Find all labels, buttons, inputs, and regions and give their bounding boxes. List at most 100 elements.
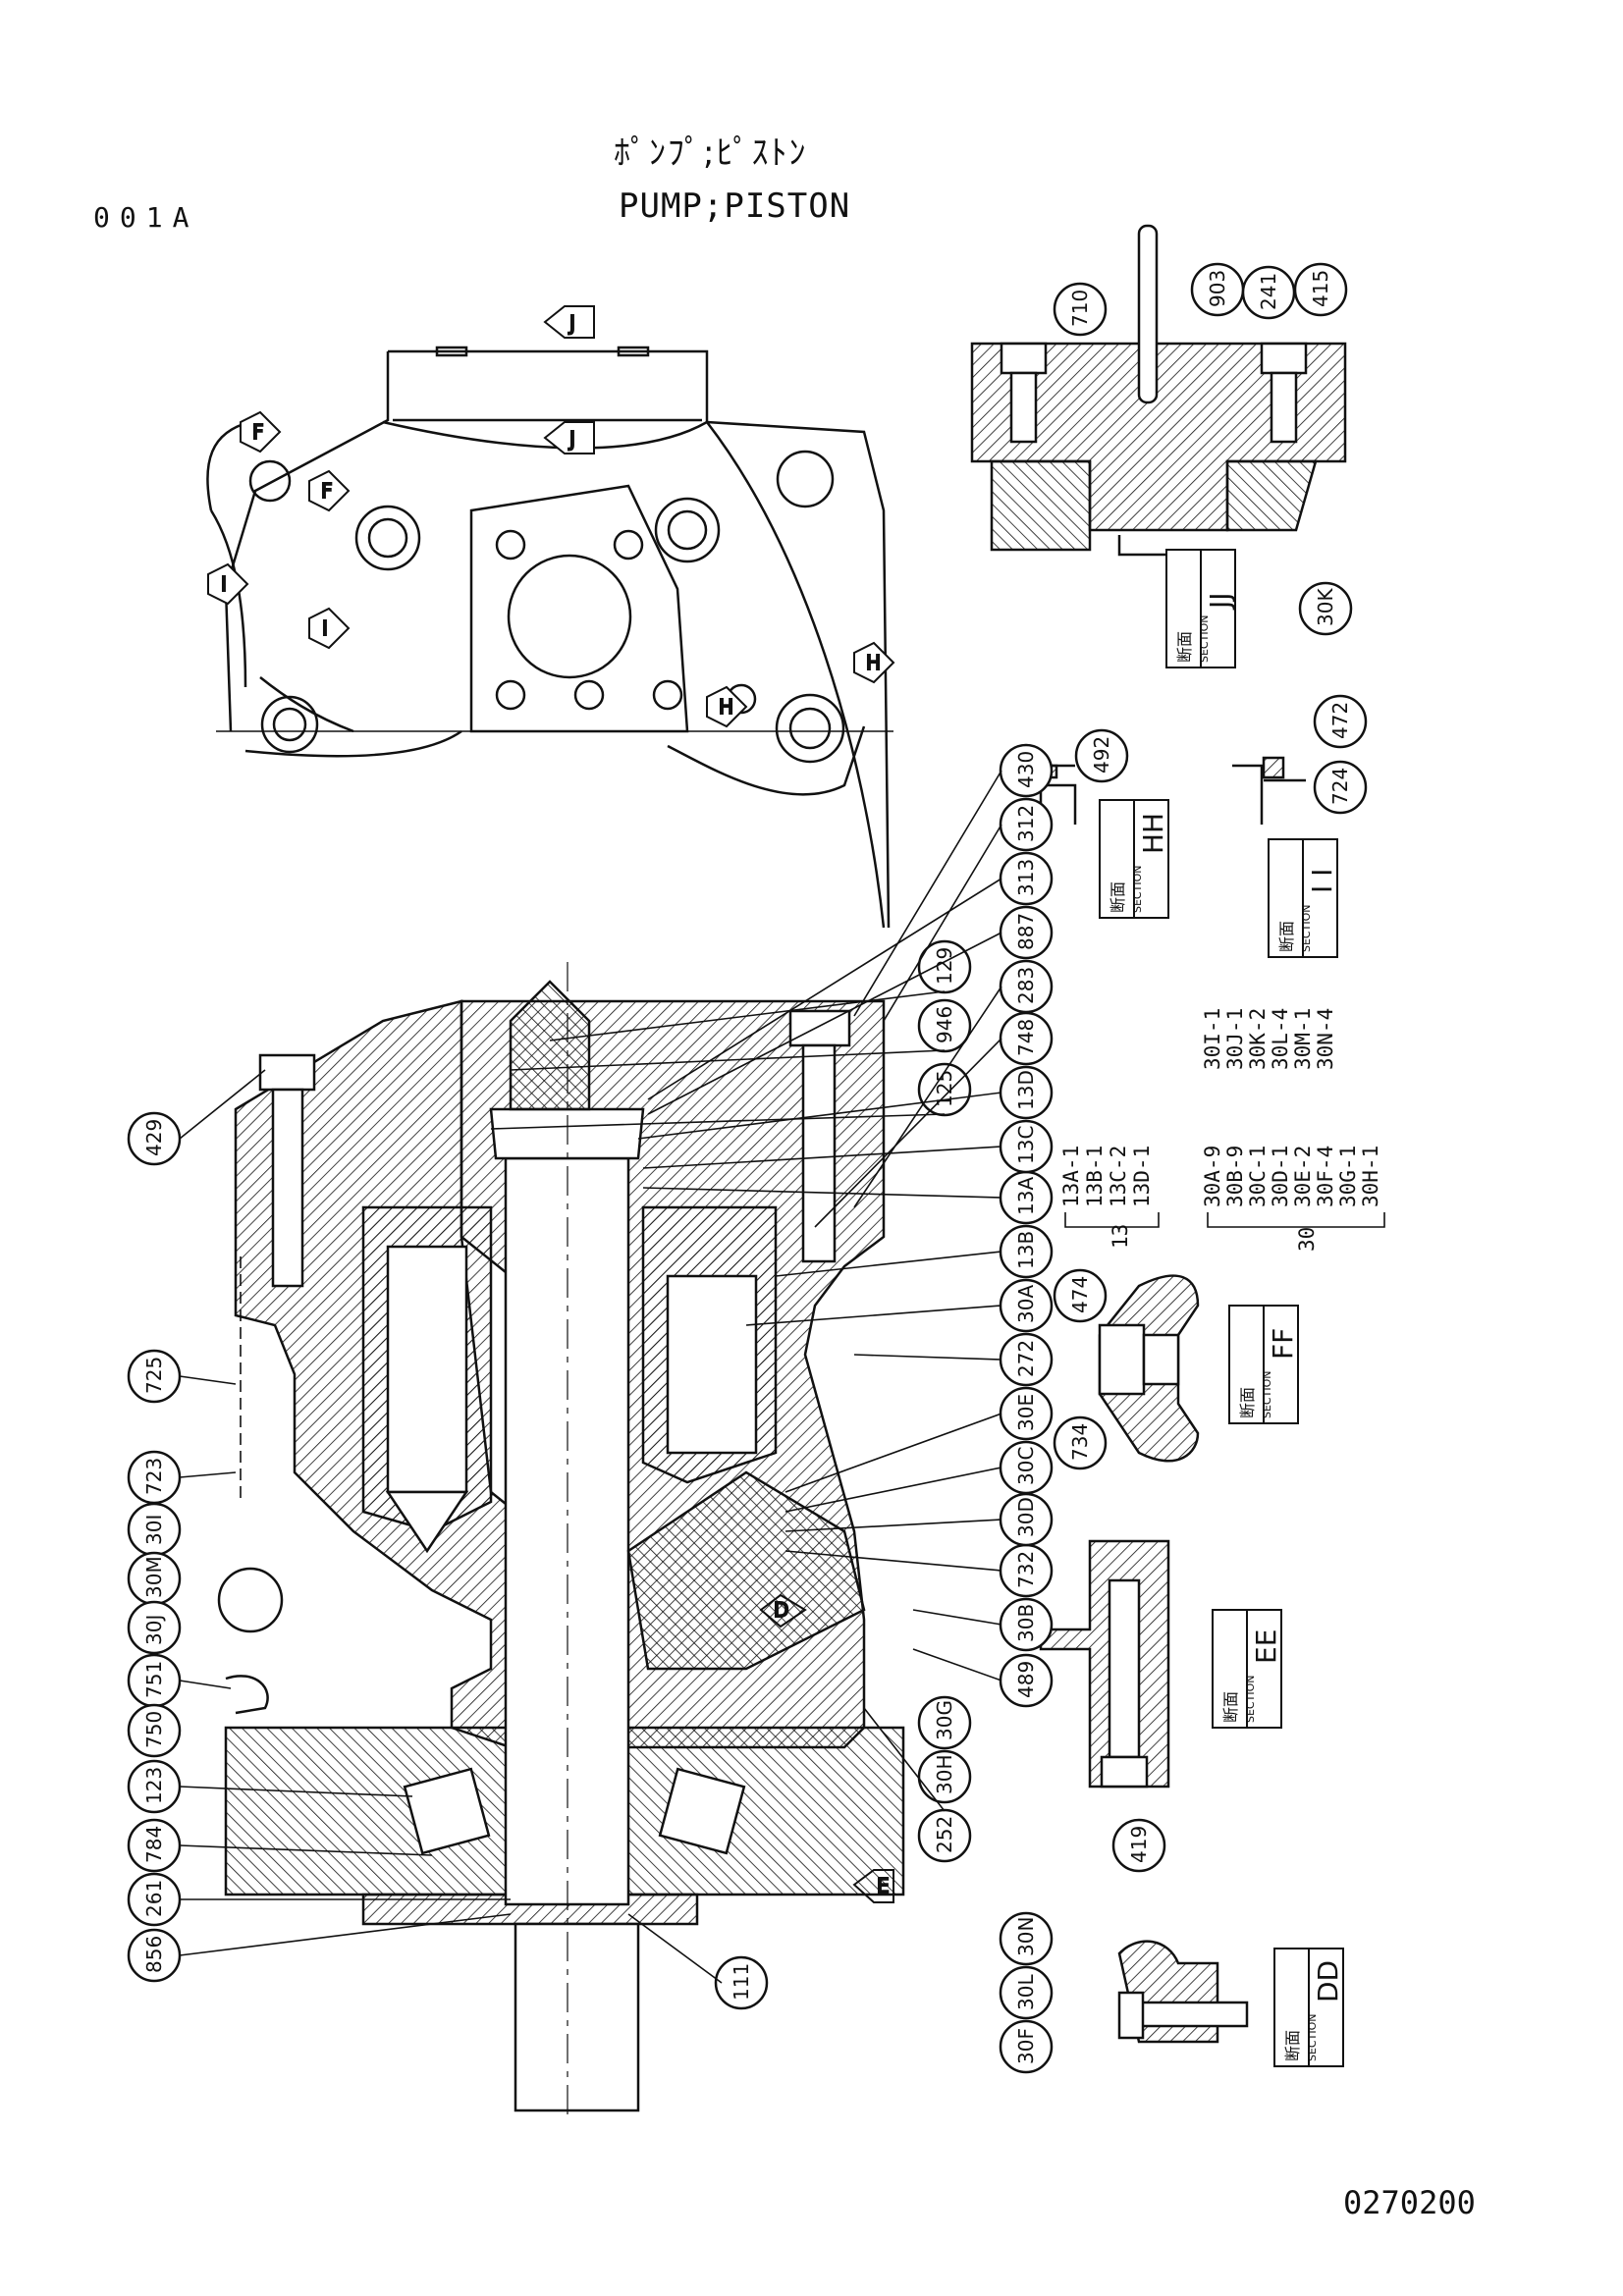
section-label-en: SECTION [1306, 2014, 1319, 2061]
section-label-jp: 断面 [1221, 1691, 1240, 1723]
callout-272: 272 [999, 1332, 1054, 1387]
section-label-en: SECTION [1131, 866, 1144, 913]
view-arrow-i2: I [308, 607, 351, 650]
callout-label: 734 [1068, 1423, 1092, 1461]
callout-label: 30I [142, 1515, 166, 1545]
callout-label: 312 [1014, 805, 1038, 842]
view-arrow-label: F [252, 420, 264, 444]
part-entry: 30J-1 [1223, 1008, 1247, 1070]
callout-label: 13A [1014, 1177, 1038, 1215]
callout-13a: 13A [999, 1170, 1054, 1225]
part-entry: 30M-1 [1291, 1008, 1315, 1070]
callout-label: 724 [1328, 768, 1352, 805]
callout-856: 856 [127, 1928, 182, 1983]
view-arrow-label: I [322, 616, 328, 640]
section-id: JJ [1204, 592, 1236, 611]
section-label-en: SECTION [1261, 1371, 1273, 1418]
callout-30i: 30I [127, 1502, 182, 1557]
part-entry: 30N-4 [1314, 1008, 1337, 1070]
section-label-jp: 断面 [1175, 631, 1194, 663]
section-label-jp: 断面 [1277, 921, 1296, 952]
part-entry: 30I-1 [1201, 1008, 1224, 1070]
callout-label: 492 [1090, 736, 1113, 774]
section-dd-drawing [1117, 1940, 1249, 2044]
callout-748: 748 [999, 1011, 1054, 1066]
callout-30a: 30A [999, 1278, 1054, 1333]
callout-472: 472 [1313, 694, 1368, 749]
section-label-jp: 断面 [1283, 2030, 1302, 2061]
callout-label: 419 [1127, 1826, 1151, 1863]
section-ii-drawing [1232, 756, 1306, 825]
leader-lines [179, 770, 1002, 1984]
callout-label: 415 [1309, 270, 1332, 307]
callout-label: 723 [142, 1458, 166, 1495]
callout-13b: 13B [999, 1224, 1054, 1279]
section-id: EE [1250, 1629, 1282, 1664]
view-arrow-f1: F [240, 410, 282, 454]
callout-13d: 13D [999, 1065, 1054, 1120]
main-callouts: 129 946 125 429 725 723 30I 30M 30J 751 … [127, 743, 1054, 2010]
callout-label: 111 [730, 1963, 753, 2001]
part-entry: 30F-4 [1314, 1146, 1337, 1207]
part-entry: 30H-1 [1359, 1146, 1382, 1207]
callout-111: 111 [714, 1955, 769, 2010]
section-callouts: 710 903 241 415 30K 492 472 724 474 734 … [999, 262, 1368, 2074]
callout-label: 13C [1014, 1126, 1038, 1164]
callout-430: 430 [999, 743, 1054, 798]
callout-label: 272 [1014, 1340, 1038, 1377]
callout-725: 725 [127, 1349, 182, 1404]
callout-label: 472 [1328, 702, 1352, 739]
callout-label: 710 [1068, 290, 1092, 327]
callout-label: 946 [933, 1006, 956, 1043]
view-arrow-h2: H [853, 641, 895, 684]
callout-label: 30M [142, 1556, 166, 1598]
section-label-en: SECTION [1244, 1676, 1257, 1723]
callout-723: 723 [127, 1450, 182, 1505]
callout-751: 751 [127, 1653, 182, 1708]
part-entry: 30A-9 [1201, 1146, 1224, 1207]
view-arrow-label: J [568, 311, 575, 335]
section-id: HH [1137, 813, 1169, 854]
callout-30g: 30G [917, 1695, 972, 1750]
group-30-brace [1207, 1212, 1385, 1228]
part-entry: 13D-1 [1130, 1146, 1154, 1207]
callout-label: 30B [1014, 1604, 1038, 1642]
callout-30l: 30L [999, 1965, 1054, 2020]
callout-label: 750 [142, 1711, 166, 1748]
callout-30k: 30K [1298, 581, 1353, 636]
section-label-dd: 断面 SECTION DD [1273, 1948, 1344, 2067]
section-label-jj: 断面 SECTION JJ [1165, 549, 1236, 668]
section-label-jp: 断面 [1109, 881, 1127, 913]
callout-312: 312 [999, 797, 1054, 852]
callout-30c: 30C [999, 1440, 1054, 1495]
callout-label: 30N [1014, 1917, 1038, 1956]
callout-123: 123 [127, 1759, 182, 1814]
section-label-en: SECTION [1300, 905, 1313, 952]
part-entry: 30B-9 [1223, 1146, 1247, 1207]
main-section [217, 962, 905, 2120]
title-japanese: ﾎﾟﾝﾌﾟ;ﾋﾟｽﾄﾝ [614, 133, 808, 173]
callout-label: 30C [1014, 1447, 1038, 1485]
callout-label: 241 [1257, 273, 1280, 310]
view-arrow-label: I [221, 572, 227, 596]
callout-label: 283 [1014, 967, 1038, 1004]
callout-label: 30D [1014, 1497, 1038, 1537]
callout-474: 474 [1053, 1268, 1108, 1323]
page-code: 001A [93, 201, 199, 234]
document-number: 0270200 [1343, 2184, 1476, 2221]
title-english: PUMP;PISTON [619, 187, 851, 226]
callout-label: 489 [1014, 1661, 1038, 1698]
callout-30h: 30H [917, 1749, 972, 1804]
callout-label: 30L [1014, 1974, 1038, 2010]
view-arrow-i1: I [207, 562, 249, 606]
callout-261: 261 [127, 1872, 182, 1927]
part-entry: 30D-1 [1269, 1146, 1292, 1207]
callout-313: 313 [999, 851, 1054, 906]
section-id: I I [1306, 869, 1338, 893]
callout-label: 903 [1206, 270, 1229, 307]
part-entry: 30L-4 [1269, 1008, 1292, 1070]
section-jj-drawing [970, 224, 1347, 557]
callout-415: 415 [1293, 262, 1348, 317]
callout-label: 13D [1014, 1070, 1038, 1110]
callout-241: 241 [1241, 265, 1296, 320]
